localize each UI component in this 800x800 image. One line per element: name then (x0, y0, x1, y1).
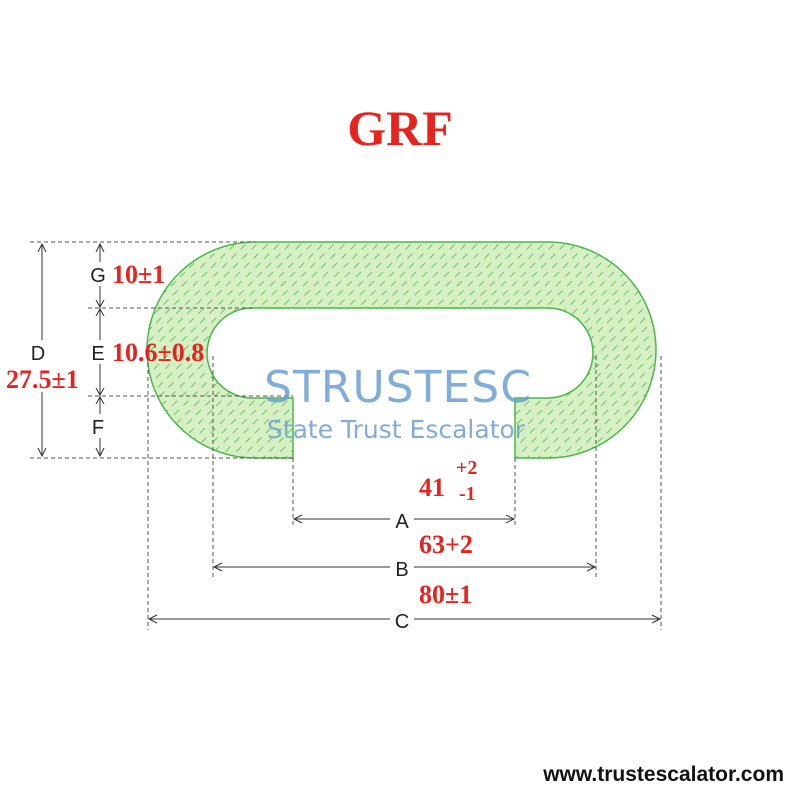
vertical-extension-lines (147, 356, 662, 630)
dimension-A-tol-plus: +2 (456, 457, 477, 479)
dimension-E-value: 10.6±0.8 (112, 338, 204, 367)
dimension-A-value: 41 (419, 473, 445, 502)
horizontal-extension-lines (30, 241, 293, 459)
watermark-brand: STRUSTESC (264, 362, 532, 413)
dimension-A-tol-minus: -1 (459, 483, 476, 505)
dimension-D-value: 27.5±1 (6, 365, 79, 394)
dimension-F-label: F (92, 417, 104, 439)
dimension-G-label: G (90, 265, 106, 287)
watermark: STRUSTESC State Trust Escalator (264, 362, 532, 444)
watermark-tagline: State Trust Escalator (267, 415, 526, 444)
dimension-A-label: A (395, 511, 409, 533)
dimension-B-value: 63+2 (419, 530, 473, 559)
dimension-C-label: C (395, 611, 409, 633)
dimension-D-label: D (31, 343, 45, 365)
diagram-title: GRF (347, 100, 453, 156)
website-url: www.trustescalator.com (542, 763, 784, 786)
dimension-E-label: E (91, 343, 104, 365)
dimension-C-value: 80±1 (419, 580, 472, 609)
dimension-B-label: B (395, 559, 408, 581)
dimension-G-value: 10±1 (112, 260, 165, 289)
